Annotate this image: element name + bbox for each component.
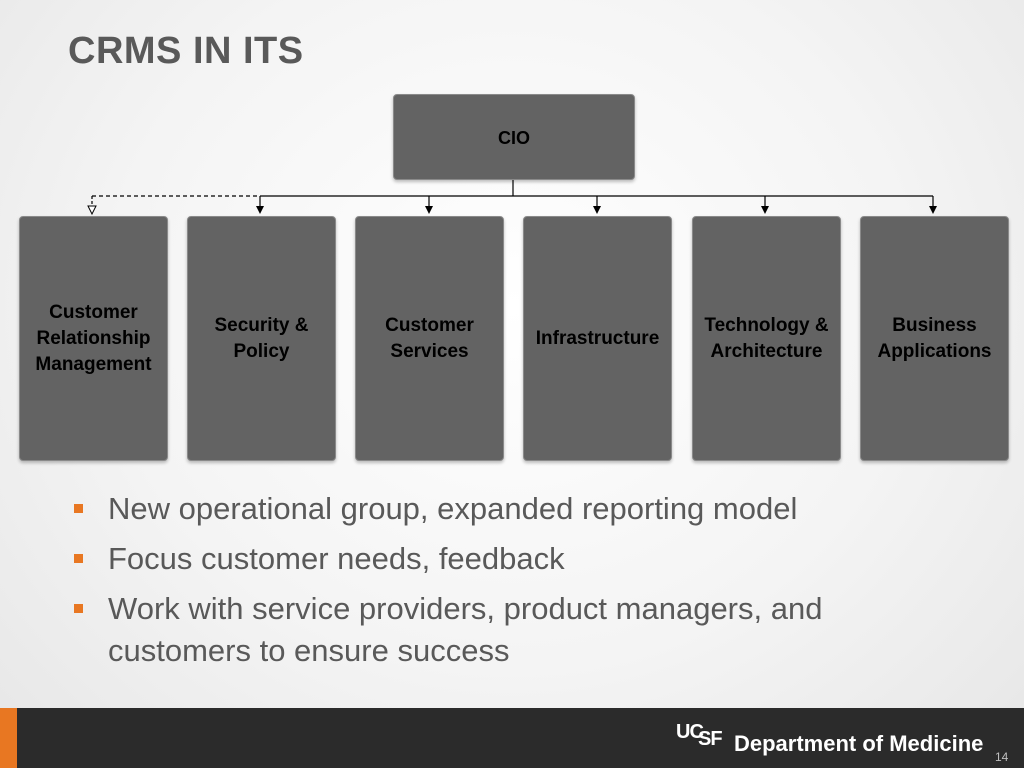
- bullet-item: New operational group, expanded reportin…: [72, 488, 952, 530]
- org-node-label: Infrastructure: [535, 327, 660, 349]
- connector-arrow-2: [256, 206, 264, 214]
- org-node-business-applications: Business Applications: [860, 216, 1009, 461]
- square-bullet-icon: [74, 554, 83, 563]
- square-bullet-icon: [74, 504, 83, 513]
- bullet-text: New operational group, expanded reportin…: [108, 491, 798, 526]
- logo-mark-sf: SF: [698, 728, 723, 750]
- logo-department-text: Department of Medicine: [734, 731, 984, 756]
- ucsf-logo-mark: UC SF: [676, 721, 728, 751]
- page-number: 14: [995, 750, 1009, 764]
- org-node-label: Security & Policy: [214, 314, 309, 362]
- connector-arrow-6: [929, 206, 937, 214]
- bullet-item: Focus customer needs, feedback: [72, 538, 952, 580]
- bullet-list: New operational group, expanded reportin…: [72, 488, 952, 680]
- connector-arrow-1: [87, 205, 97, 216]
- slide-title: CRMS IN ITS: [68, 30, 304, 72]
- org-node-label: Business Applications: [877, 314, 992, 362]
- footer-bar: UC SF Department of Medicine 14: [0, 708, 1024, 768]
- org-node-customer-services: Customer Services: [355, 216, 504, 461]
- org-node-label: Customer Services: [385, 314, 474, 362]
- footer-accent-stripe: [0, 708, 17, 768]
- logo-mark-uc: UC: [676, 721, 704, 743]
- bullet-text: Work with service providers, product man…: [108, 591, 823, 668]
- org-node-security-policy: Security & Policy: [187, 216, 336, 461]
- org-node-customer-relationship-management: Customer Relationship Management: [19, 216, 168, 461]
- square-bullet-icon: [74, 604, 83, 613]
- org-node-cio: CIO: [393, 94, 635, 180]
- bullet-item: Work with service providers, product man…: [72, 588, 952, 672]
- org-node-label: Technology & Architecture: [704, 314, 829, 362]
- org-node-cio-label: CIO: [497, 128, 530, 148]
- bullet-text: Focus customer needs, feedback: [108, 541, 565, 576]
- connector-arrow-5: [761, 206, 769, 214]
- connector-arrow-3: [425, 206, 433, 214]
- org-node-technology-architecture: Technology & Architecture: [692, 216, 841, 461]
- connector-arrow-4: [593, 206, 601, 214]
- org-node-label: Customer Relationship Management: [35, 301, 152, 375]
- ucsf-logo: UC SF Department of Medicine: [676, 721, 984, 757]
- org-node-infrastructure: Infrastructure: [523, 216, 672, 461]
